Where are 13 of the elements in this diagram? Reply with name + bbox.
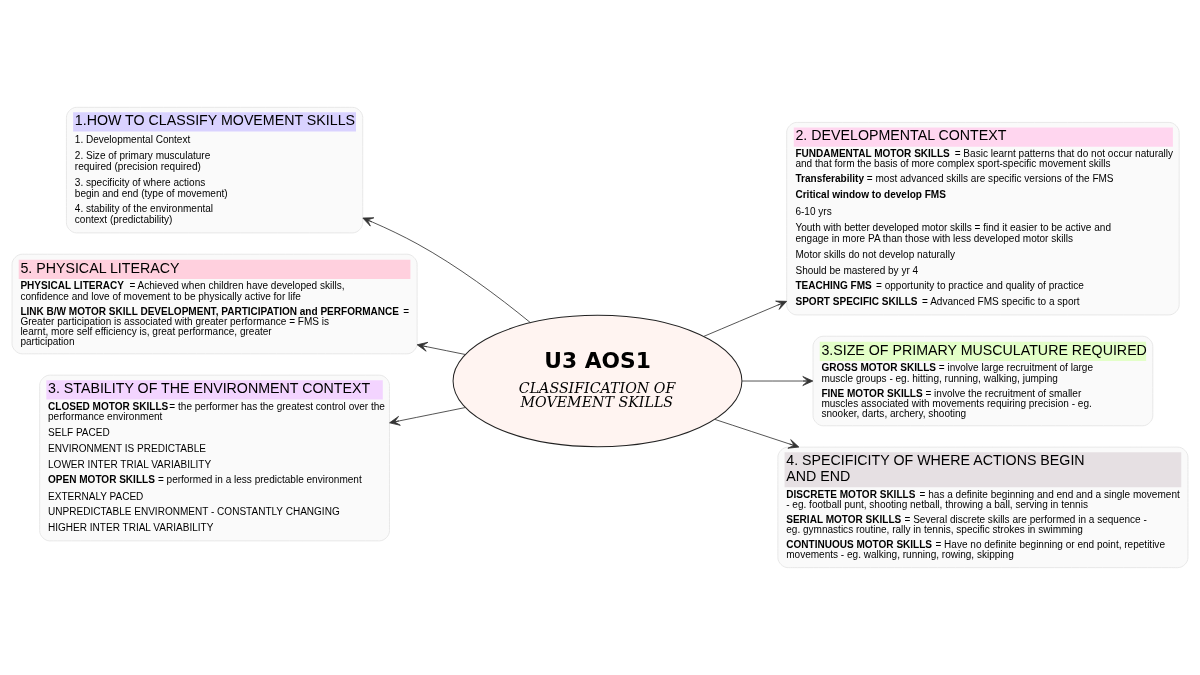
arrow	[703, 300, 788, 337]
arrow	[741, 376, 814, 386]
arrow	[362, 217, 531, 324]
arrow	[714, 418, 800, 449]
node-ellipse: U3 AOS1 CLASSIFICATION OF MOVEMENT SKILLS	[452, 314, 743, 448]
node-box: 2. DEVELOPMENTAL CONTEXT FUNDAMENTAL MOTOR SKILLS = Basic learnt patterns that do not occur naturally and that form the basis of more complex sport-specific movement skills Transferability = most advanced skills are specific versions of the FMS Critical window to develop FMS 6-10 yrs Youth with better developed motor skills = find it easier to be active and engage in more PA than those with less developed motor skills Motor skills do not develop naturally Should be mastered by yr 4 TEACHING FMS = opportunity to practice and quality of practice SPORT SPECIFIC SKILLS = Advanced FMS specific to a sport	[786, 122, 1180, 316]
node-box: 3. STABILITY OF THE ENVIRONMENT CONTEXT CLOSED MOTOR SKILLS= the performer has the greatest control over the performance environment SELF PACED ENVIRONMENT IS PREDICTABLE LOWER INTER TRIAL VARIABILITY OPEN MOTOR SKILLS = performed in a less predictable environment EXTERNALY PACED UNPREDICTABLE ENVIRONMENT - CONSTANTLY CHANGING HIGHER INTER TRIAL VARIABILITY	[39, 374, 390, 542]
arrow	[389, 407, 466, 426]
node-box: 4. SPECIFICITY OF WHERE ACTIONS BEGIN AND END DISCRETE MOTOR SKILLS = has a definite beginning and end and a single movement - eg. football punt, shooting netball, throwing a ball, serving in tennis SERIAL MOTOR SKILLS = Several discrete skills are performed in a sequence - eg. gymnastics routine, rally in tennis, specific strokes in swimming CONTINUOUS MOTOR SKILLS = Have no definite beginning or end point, repetitive movements - eg. walking, running, rowing, skipping	[777, 446, 1189, 569]
arrow	[416, 341, 466, 355]
node-box: 5. PHYSICAL LITERACY PHYSICAL LITERACY = Achieved when children have developed skills, confidence and love of movement to be physically active for life LINK B/W MOTOR SKILL DEVELOPMENT, PARTICIPATION and PERFORMANCE = Greater participation is associated with greater performance = FMS is learnt, more self efficiency is, great performance, greater participation	[11, 253, 418, 355]
node-box: 3.SIZE OF PRIMARY MUSCULATURE REQUIRED GROSS MOTOR SKILLS = involve large recruitment of large muscle groups - eg. hitting, running, walking, jumping FINE MOTOR SKILLS = involve the recruitment of smaller muscles associated with movements requiring precision - eg. snooker, darts, archery, shooting	[812, 335, 1154, 427]
node-box: 1.HOW TO CLASSIFY MOVEMENT SKILLS 1. Developmental Context 2. Size of primary musculature required (precision required) 3. specificity of where actions begin and end (type of movement) 4. stability of the environmental context (predictability)	[66, 106, 364, 234]
